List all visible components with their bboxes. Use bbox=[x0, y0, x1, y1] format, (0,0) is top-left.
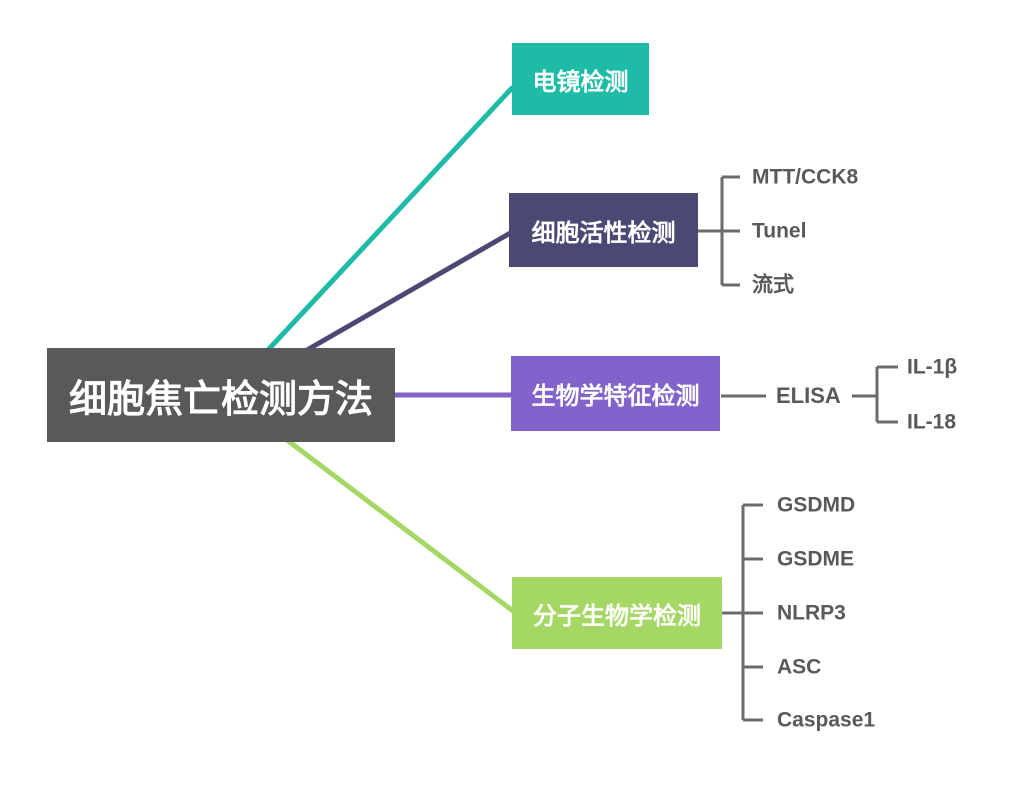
branch-node-biological-features: 生物学特征检测 bbox=[511, 356, 720, 431]
branch-node-label: 分子生物学检测 bbox=[533, 602, 701, 630]
branch-node-molecular-biology: 分子生物学检测 bbox=[512, 577, 722, 649]
branch-node-electron-microscopy: 电镜检测 bbox=[512, 43, 649, 115]
leaf-label-tunel: Tunel bbox=[752, 219, 807, 243]
root-node-label: 细胞焦亡检测方法 bbox=[68, 378, 373, 421]
branch-node-label: 生物学特征检测 bbox=[531, 383, 700, 410]
subnode-label-elisa: ELISA bbox=[776, 383, 841, 408]
bracket-cell-viability-children bbox=[698, 175, 740, 287]
branch-node-cell-viability: 细胞活性检测 bbox=[509, 193, 698, 267]
branch-line-molecular-biology bbox=[284, 437, 516, 614]
leaf-label-mtt-cck8: MTT/CCK8 bbox=[752, 165, 859, 189]
leaf-label-flow-cytometry: 流式 bbox=[752, 273, 794, 297]
leaf-label-nlrp3: NLRP3 bbox=[777, 601, 846, 625]
bracket-elisa-children bbox=[721, 365, 898, 424]
branch-line-electron-microscopy bbox=[265, 85, 515, 353]
root-node-pyroptosis-detection-methods: 细胞焦亡检测方法 bbox=[47, 348, 395, 442]
leaf-label-gsdmd: GSDMD bbox=[777, 493, 856, 517]
branch-line-cell-viability bbox=[304, 229, 515, 353]
leaf-label-il-1b: IL-1β bbox=[907, 355, 958, 379]
bracket-molecular-biology-children bbox=[722, 503, 763, 722]
leaf-label-gsdme: GSDME bbox=[777, 547, 855, 571]
branch-node-label: 细胞活性检测 bbox=[531, 219, 676, 247]
leaf-label-il-18: IL-18 bbox=[907, 410, 957, 434]
branch-node-label: 电镜检测 bbox=[532, 68, 629, 96]
leaf-label-caspase1: Caspase1 bbox=[777, 708, 876, 732]
leaf-label-asc: ASC bbox=[777, 655, 822, 679]
